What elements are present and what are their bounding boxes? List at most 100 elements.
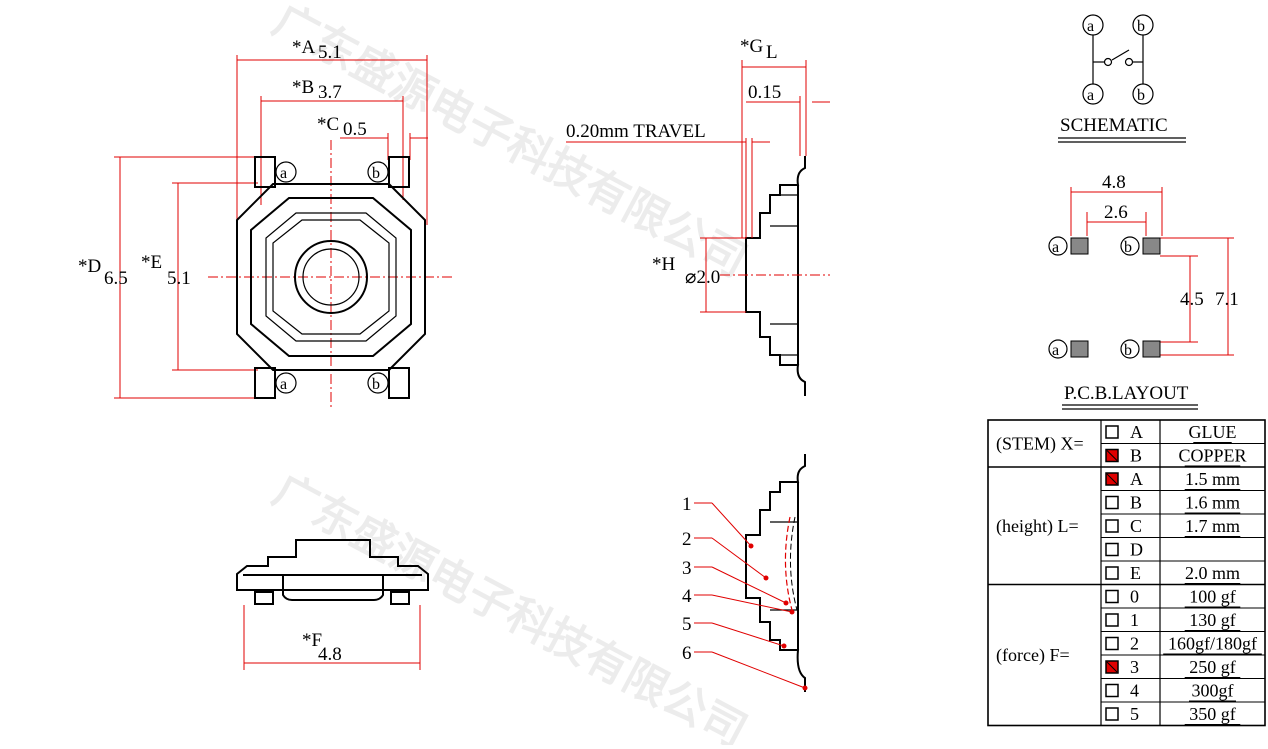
callout-3-label: 3 [682,558,692,579]
pcb-dim-2-6: 2.6 [1104,202,1128,223]
pcb-dim-7-1: 7.1 [1215,289,1239,310]
schematic-terminal-a-label: a [1087,87,1094,104]
pcb-pad-label-a: a [1052,342,1059,359]
option-checkbox [1105,683,1119,698]
option-value: GLUE [1189,422,1237,442]
option-checkbox [1105,425,1119,439]
dim-d-value: 6.5 [104,268,128,289]
stem-inner [302,248,360,306]
pcb-layout: 4.8 2.6 4.5 7.1 a b a b P.C.B.LAYOUT [1048,172,1239,410]
front-view: *F 4.8 [236,539,429,670]
travel-label: 0.20mm TRAVEL [566,121,706,142]
terminal-top-right [388,156,410,188]
option-value: 2.0 mm [1185,563,1240,583]
dome-contact [784,516,793,611]
option-code: 4 [1130,681,1139,701]
pcb-pad-label-b: b [1124,239,1132,256]
option-code: 2 [1130,634,1139,654]
option-code: B [1130,446,1142,466]
dim-a-value: 5.1 [318,42,342,63]
options-table-border [987,419,1266,727]
callout-5-label: 5 [682,614,692,635]
terminal-b-label: b [372,376,380,393]
schematic-title: SCHEMATIC [1060,115,1168,136]
option-value: 1.5 mm [1185,469,1240,489]
schematic: a b a b SCHEMATIC [1058,14,1186,143]
option-checkbox [1105,707,1119,721]
option-code: 5 [1130,704,1139,724]
top-view: *A 5.1 *B 3.7 *C 0.5 *D 6.5 *E 5.1 a b a… [78,37,455,410]
option-value: 130 gf [1189,610,1236,630]
callout-2-label: 2 [682,529,692,550]
side-view: *G L 0.15 0.20mm TRAVEL *H ⌀2.0 [566,36,830,396]
option-code: C [1130,516,1142,536]
option-value: 300gf [1192,681,1234,701]
callout-1: 1 [682,494,754,549]
options-group-label: (height) L= [996,516,1079,537]
switch-body-inner [250,197,412,357]
option-code: 1 [1130,610,1139,630]
option-value: COPPER [1178,446,1246,466]
option-code: D [1130,540,1143,560]
dim-f-value: 4.8 [318,644,342,665]
actuator-inner [272,219,390,335]
dim-b-value: 3.7 [318,82,342,103]
option-value: 350 gf [1189,704,1236,724]
parts-view: 1 2 3 4 5 6 [682,454,808,692]
option-checkbox [1105,636,1119,651]
terminal-a-marker [275,161,297,183]
front-body-outline [236,539,429,591]
switch-contact-right [1124,57,1134,67]
terminal-a-label: a [280,376,287,393]
option-code: A [1130,422,1143,442]
side-body-outline [745,156,806,396]
section-body-outline [745,454,806,692]
option-code: E [1130,563,1141,583]
terminal-b-marker [367,372,389,394]
front-base [282,575,384,601]
switch-contact-left [1103,57,1113,67]
pcb-pad-marker-b [1120,236,1140,256]
schematic-terminal-b-label: b [1137,87,1145,104]
schematic-terminal-b-label: b [1137,18,1145,35]
actuator-outline [265,212,397,342]
option-value: 100 gf [1189,587,1236,607]
dim-a-label: *A [292,37,316,58]
pcb-dim-4-5: 4.5 [1180,289,1204,310]
callout-6-label: 6 [682,643,692,664]
diameter-label: ⌀2.0 [685,267,720,288]
callout-4-label: 4 [682,586,692,607]
option-code: 3 [1130,657,1139,677]
dim-d-label: *D [78,256,101,277]
dim-e-value: 5.1 [167,268,191,289]
pcb-pad-label-a: a [1052,239,1059,256]
dim-c-value: 0.5 [343,119,367,140]
option-value: 250 gf [1189,657,1236,677]
terminal-top-left [254,156,276,188]
terminal-a-marker [275,372,297,394]
dim-g-label: *G [740,36,764,57]
callout-3: 3 [682,558,789,606]
callout-4: 4 [682,586,795,615]
pcb-pad-label-b: b [1124,342,1132,359]
option-checkbox [1105,542,1119,557]
front-terminal-left [254,591,274,605]
pcb-pad-b [1142,237,1161,255]
dim-h-label: *H [652,254,676,275]
pcb-dim-4-8: 4.8 [1102,172,1126,193]
option-value: 1.7 mm [1185,516,1240,536]
pcb-pad-b [1142,340,1161,358]
callout-2: 2 [682,529,769,581]
option-value: 1.6 mm [1185,493,1240,513]
option-checkbox [1105,566,1119,580]
dim-c-label: *C [317,114,339,135]
offset-label: 0.15 [748,82,781,103]
callout-6: 6 [682,643,808,691]
pcb-pad-a [1070,340,1089,358]
callout-5: 5 [682,614,787,649]
callout-1-label: 1 [682,494,692,515]
option-value: 160gf/180gf [1168,634,1257,654]
